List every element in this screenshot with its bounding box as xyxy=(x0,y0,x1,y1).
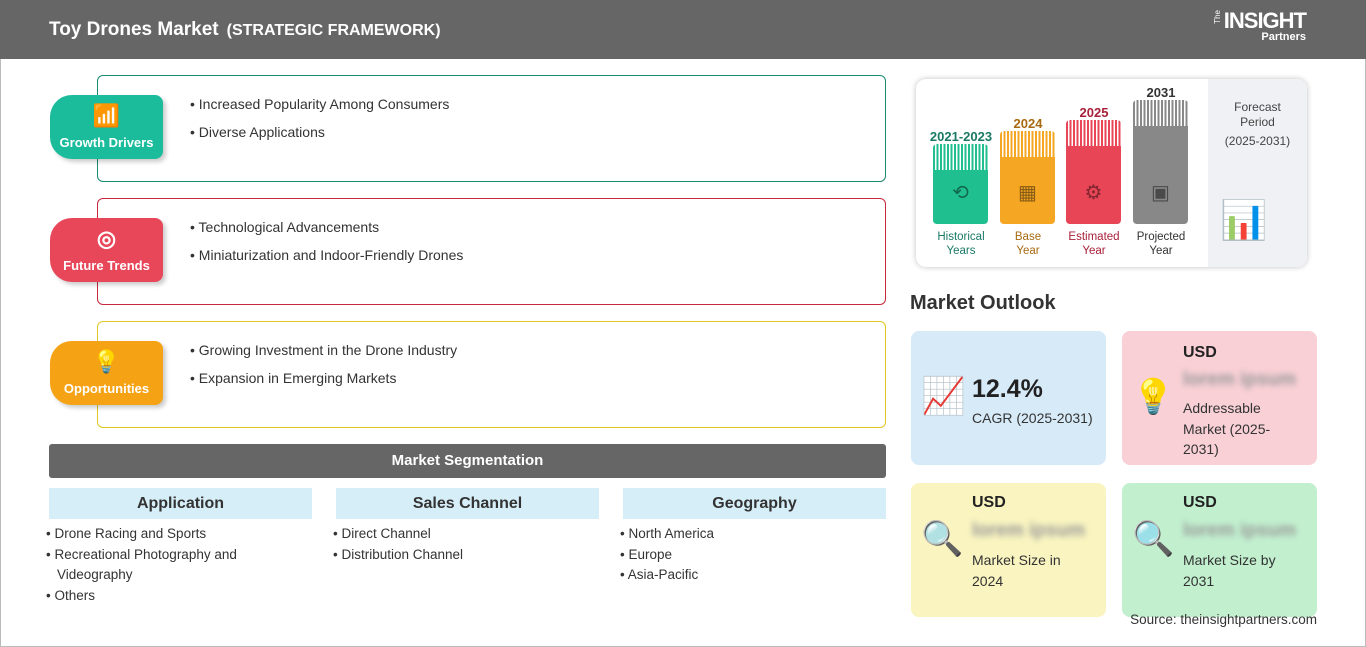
future-trends-tag: ◎ Future Trends xyxy=(50,218,163,282)
growth-chart-icon: 📶 xyxy=(92,103,121,128)
future-trends-list: Technological AdvancementsMiniaturizatio… xyxy=(190,213,464,269)
growth-drivers-tag: 📶 Growth Drivers xyxy=(50,95,163,159)
list-item: North America xyxy=(620,524,870,545)
timeline-label-line1: Estimated xyxy=(1068,231,1120,243)
title-subtitle: (STRATEGIC FRAMEWORK) xyxy=(226,22,441,39)
usd-label: USD xyxy=(1183,344,1217,361)
usd-label: USD xyxy=(972,494,1006,511)
dollar-bulb-icon: 💡 xyxy=(1132,378,1175,416)
addressable-label: Addressable Market (2025-2031) xyxy=(1183,400,1271,457)
timeline-bar: ⟲ xyxy=(933,144,988,224)
tag-label: Growth Drivers xyxy=(59,135,154,150)
forecast-range: (2025-2031) xyxy=(1224,134,1291,148)
opportunities-tag: 💡 Opportunities xyxy=(50,341,163,405)
market-size-2024-card: 🔍 USD lorem ipsum Market Size in 2024 xyxy=(911,483,1106,617)
timeline-label-line2: Year xyxy=(1149,245,1173,257)
segment-header-application: Application xyxy=(49,488,312,519)
cagr-card: 📈 12.4% CAGR (2025-2031) xyxy=(911,331,1106,465)
timeline-label-line1: Projected xyxy=(1136,231,1186,243)
forecast-label: Forecast xyxy=(1234,100,1281,114)
growth-chart-icon: 📈 xyxy=(921,375,966,416)
magnifier-chart-icon: 🔍 xyxy=(1132,520,1175,558)
list-item: Recreational Photography and Videography xyxy=(46,545,296,586)
usd-label: USD xyxy=(1183,494,1217,511)
list-item: Technological Advancements xyxy=(190,213,463,241)
list-item: Growing Investment in the Drone Industry xyxy=(190,336,457,364)
addressable-market-card: 💡 USD lorem ipsum Addressable Market (20… xyxy=(1122,331,1317,465)
list-item: Diverse Applications xyxy=(190,118,449,146)
timeline-label-line2: Year xyxy=(1016,245,1040,257)
calendar-icon: ▦ xyxy=(1000,157,1055,224)
target-icon: ◎ xyxy=(96,226,117,251)
timeline-label-line1: Base xyxy=(1014,231,1042,243)
list-item: Others xyxy=(46,586,296,607)
timeline-bar: ▣ xyxy=(1133,100,1188,224)
list-item: Increased Popularity Among Consumers xyxy=(190,90,450,118)
list-item: Distribution Channel xyxy=(333,545,583,566)
presentation-icon: ▣ xyxy=(1133,126,1188,224)
tag-label: Opportunities xyxy=(63,381,150,396)
timeline-bar: ⚙ xyxy=(1066,120,1121,224)
size-2024-value: lorem ipsum xyxy=(972,520,1085,541)
timeline-year: 2024 xyxy=(1013,116,1043,131)
magnifier-chart-icon: 🔍 xyxy=(921,520,964,558)
cagr-value: 12.4% xyxy=(972,375,1043,403)
header-bar xyxy=(0,0,1366,59)
list-item: Drone Racing and Sports xyxy=(46,524,296,545)
segmentation-title: Market Segmentation xyxy=(49,444,886,478)
tag-label: Future Trends xyxy=(63,258,150,273)
title-text: Toy Drones Market xyxy=(49,19,219,40)
sales-channel-list: Direct ChannelDistribution Channel xyxy=(333,524,583,565)
history-clock-icon: ⟲ xyxy=(933,170,988,224)
geography-list: North AmericaEuropeAsia-Pacific xyxy=(620,524,870,586)
timeline-year: 2031 xyxy=(1146,85,1176,100)
list-item: Expansion in Emerging Markets xyxy=(190,364,457,392)
list-item: Asia-Pacific xyxy=(620,565,870,586)
application-list: Drone Racing and SportsRecreational Phot… xyxy=(46,524,296,606)
source-text: Source: theinsightpartners.com xyxy=(1130,612,1317,627)
segment-header-geography: Geography xyxy=(623,488,886,519)
size-2031-label: Market Size by 2031 xyxy=(1183,552,1276,589)
opportunities-list: Growing Investment in the Drone Industry… xyxy=(190,336,457,392)
size-2024-label: Market Size in 2024 xyxy=(972,552,1061,589)
market-outlook-title: Market Outlook xyxy=(910,292,1056,314)
cagr-label: CAGR (2025-2031) xyxy=(972,410,1093,426)
logo-partners: Partners xyxy=(1261,31,1306,43)
logo-the: The xyxy=(1212,10,1222,24)
timeline-label-line1: Historical xyxy=(937,231,985,243)
segment-header-sales-channel: Sales Channel xyxy=(336,488,599,519)
timeline-year: 2025 xyxy=(1079,105,1109,120)
list-item: Direct Channel xyxy=(333,524,583,545)
market-size-2031-card: 🔍 USD lorem ipsum Market Size by 2031 xyxy=(1122,483,1317,617)
timeline-label-line2: Year xyxy=(1082,245,1106,257)
monitor-gear-icon: ⚙ xyxy=(1066,146,1121,224)
lightbulb-hand-icon: 💡 xyxy=(92,349,121,374)
addressable-value: lorem ipsum xyxy=(1183,369,1296,390)
growth-drivers-list: Increased Popularity Among ConsumersDive… xyxy=(190,90,450,146)
timeline-label-line2: Years xyxy=(946,245,976,257)
list-item: Europe xyxy=(620,545,870,566)
logo-insight: INSIGHT xyxy=(1223,8,1307,33)
timeline-year: 2021-2023 xyxy=(929,129,993,144)
list-item: Miniaturization and Indoor-Friendly Dron… xyxy=(190,241,464,269)
page-title: Toy Drones Market (STRATEGIC FRAMEWORK) xyxy=(49,19,441,41)
size-2031-value: lorem ipsum xyxy=(1183,520,1296,541)
analytics-illustration-icon: 📊 xyxy=(1220,200,1268,242)
forecast-label-2: Period xyxy=(1240,115,1275,129)
timeline-bar: ▦ xyxy=(1000,131,1055,224)
